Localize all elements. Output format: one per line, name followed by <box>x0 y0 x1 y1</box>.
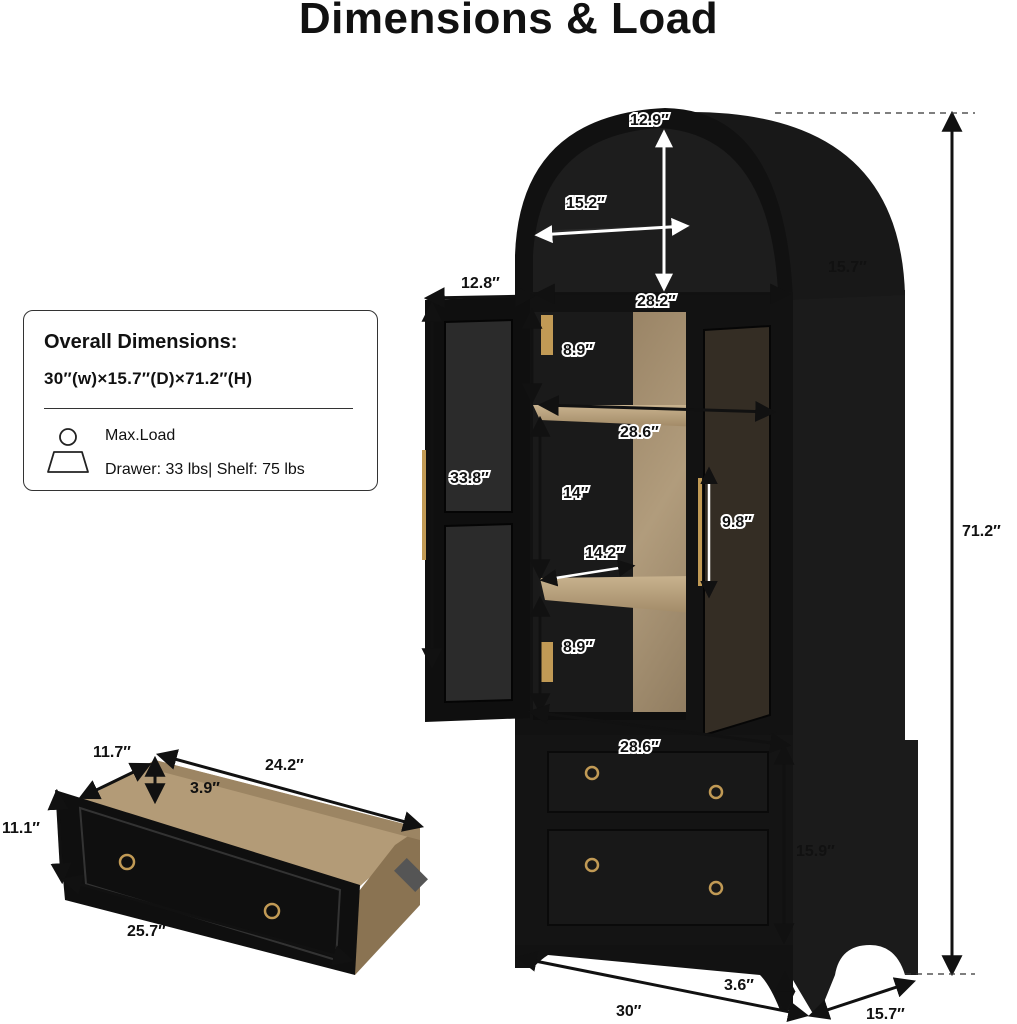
label-drawer-inner-depth: 11.7″ <box>93 744 131 761</box>
label-middle-shelf-height: 14″ <box>563 485 589 502</box>
cabinet-dimension-labels: 12.9″ 15.2″ 15.7″ 12.8″ 28.2″ 8.9″ 28.6″… <box>448 110 1001 1023</box>
knob <box>708 880 724 896</box>
page-title: Dimensions & Load <box>298 0 719 43</box>
label-side-depth: 15.7″ <box>828 259 867 276</box>
label-bottom-shelf-height: 8.9″ <box>563 639 593 656</box>
label-drawer-section-height: 15.9″ <box>796 843 835 860</box>
drawer-dimensions <box>47 749 425 966</box>
lower-drawer <box>547 829 769 926</box>
label-leg-height: 3.6″ <box>724 977 754 994</box>
left-door-handle <box>422 450 426 560</box>
max-load-label: Max.Load <box>105 427 176 444</box>
label-arch-shelf-width: 15.2″ <box>566 195 605 212</box>
label-door-width: 12.8″ <box>461 275 500 292</box>
cabinet-side-panel <box>785 290 918 1012</box>
overall-dimensions-value: 30″(w)×15.7″(D)×71.2″(H) <box>44 369 253 388</box>
label-top-shelf-height: 8.9″ <box>563 342 593 359</box>
label-drawer-front-width: 25.7″ <box>127 923 166 940</box>
height-guide-lines <box>775 112 975 975</box>
knob <box>708 784 724 800</box>
label-drawer-inner-height: 3.9″ <box>190 780 220 797</box>
upper-drawer <box>547 751 769 813</box>
divider <box>44 408 353 409</box>
right-door-handle <box>698 478 702 586</box>
label-handle-length: 9.8″ <box>722 514 752 531</box>
label-arch-top-depth: 12.9″ <box>630 112 669 129</box>
label-shelf-width: 28.6″ <box>620 424 659 441</box>
left-door-glass-bottom <box>444 522 513 704</box>
label-shelf-depth: 14.2″ <box>585 545 624 562</box>
drawer-illustration <box>55 760 428 975</box>
max-load-value: Drawer: 33 lbs| Shelf: 75 lbs <box>105 461 305 478</box>
knob <box>584 857 600 873</box>
cabinet-dimensions <box>421 110 963 1023</box>
cabinet-arch-side <box>690 112 905 300</box>
knob <box>584 765 600 781</box>
label-base-width: 28.6″ <box>620 739 659 756</box>
left-door-glass-top <box>444 318 513 513</box>
person-weight-icon <box>47 428 89 473</box>
label-overall-depth: 15.7″ <box>866 1006 905 1023</box>
overall-dimensions-heading: Overall Dimensions: <box>44 331 238 353</box>
label-drawer-front-height: 11.1″ <box>2 820 40 837</box>
drawer-dimension-labels: 11.7″ 24.2″ 3.9″ 11.1″ 25.7″ <box>2 744 304 940</box>
label-total-height: 71.2″ <box>962 523 1001 540</box>
drawer-knob <box>118 853 136 871</box>
label-drawer-inner-length: 24.2″ <box>265 757 304 774</box>
overall-dimensions-box: Overall Dimensions: 30″(w)×15.7″(D)×71.2… <box>23 310 378 491</box>
drawer-slide <box>394 858 428 892</box>
label-door-height: 33.8″ <box>450 470 489 487</box>
label-overall-width: 30″ <box>616 1003 642 1020</box>
label-arch-opening-width: 28.2″ <box>637 293 676 310</box>
cabinet <box>422 108 918 1012</box>
